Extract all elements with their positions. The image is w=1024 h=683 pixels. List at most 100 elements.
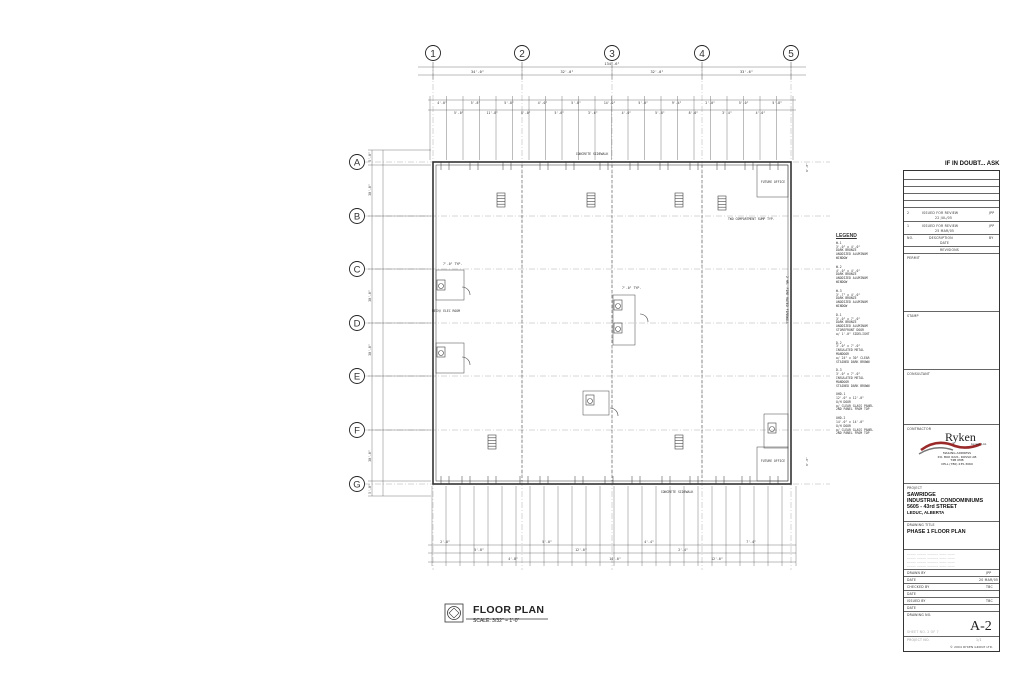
company-name: Ryken	[945, 430, 976, 444]
grid-row-label: A	[354, 158, 361, 169]
caption-scale: SCALE: 3/32" = 1'-0"	[473, 618, 520, 624]
washroom	[582, 390, 610, 416]
dimension-text: 5'-8"	[504, 101, 514, 105]
grid-bubble	[349, 315, 365, 331]
fine-print: _____ _____ ______ ____ ____	[907, 559, 955, 563]
revisions-label: REVISIONS	[940, 248, 960, 252]
dimension-text: 5'-8"	[474, 548, 484, 552]
grid-bubble	[694, 45, 710, 61]
door-swing	[639, 313, 649, 323]
door-swing	[461, 356, 471, 366]
legend-item: W-2 4'-0" x 4'-0" DARK BRONZE ANODIZED A…	[836, 264, 868, 284]
toilet-fixture	[436, 346, 446, 358]
consultant-label: CONSULTANT	[907, 372, 931, 376]
washroom	[612, 294, 636, 346]
dimension-text: 7'-0" TYP.	[443, 262, 462, 266]
toilet-fixture	[436, 279, 446, 291]
dimension-text: 9'-0"	[805, 163, 809, 172]
legend-item: W-1 3'-0" x 4'-0" DARK BRONZE ANODIZED A…	[836, 240, 868, 260]
dimension-text: 5'-0"	[739, 101, 749, 105]
grid-row-label: D	[354, 319, 361, 330]
grid-bubble	[349, 368, 365, 384]
dimension-text: 5'-8"	[471, 101, 481, 105]
stamp-label: STAMP	[907, 314, 919, 318]
date-value: 20 MAR/05	[979, 578, 999, 582]
stair-fixture	[674, 434, 684, 450]
project-no: 1/1	[976, 638, 982, 642]
drawing-caption: FLOOR PLAN SCALE: 3/32" = 1'-0"	[473, 604, 544, 624]
project-line: INDUSTRIAL CONDOMINIUMS	[907, 498, 984, 504]
company-sub: Group Ltd.	[971, 442, 987, 446]
legend-item: D-1 3'-0" x 7'-0" DARK BRONZE ANODIZED A…	[836, 312, 870, 336]
dimension-text: 34'-0"	[471, 70, 484, 74]
grid-row-label: F	[354, 426, 360, 437]
project-label: PROJECT	[907, 486, 923, 490]
address-line: CELL (780) 235-3060	[941, 461, 973, 466]
dimension-text: 32'-0"	[561, 70, 574, 74]
grid-col-label: 5	[788, 49, 794, 60]
sidewalk-label: CONCRETE SIDEWALK	[576, 152, 609, 156]
dimension-text: 5'-0"	[368, 152, 372, 162]
dimension-text: 5'-0"	[638, 101, 648, 105]
address-line: P.O. BOX 6221, ROSSO AB	[937, 454, 977, 459]
legend-item: OHD-2 14'-0" x 14'-0" O/H DOOR w/ CLEAR …	[836, 416, 874, 436]
grid-bubble	[604, 45, 620, 61]
future-office-label: FUTURE OFFICE	[761, 180, 785, 184]
toilet-bowl	[438, 350, 444, 356]
dimension-text: 3'-6"	[588, 111, 598, 115]
company-logo: Ryken Group Ltd. MAILING ADDRESS P.O. BO…	[915, 428, 993, 468]
dimension-text: 4'-0"	[622, 111, 632, 115]
contractor-label: CONTRACTOR	[907, 427, 932, 431]
grid-row-label: C	[354, 265, 361, 276]
drawing-title: PHASE 1 FLOOR PLAN	[907, 529, 966, 535]
fine-print: _____ _____ ______ ____ ____	[907, 551, 955, 555]
dimension-text: 9'-0"	[805, 457, 809, 466]
dimension-text: 5'-8"	[772, 101, 782, 105]
caption-title: FLOOR PLAN	[473, 604, 545, 616]
dimension-text: 12'-0"	[575, 548, 587, 552]
grid-bubble	[783, 45, 799, 61]
dimension-text: 5'-0"	[368, 484, 372, 494]
grid-col-label: 4	[699, 49, 705, 60]
issued-by-value: TBC	[986, 599, 993, 603]
grid-bubble	[425, 45, 441, 61]
legend-item: D-3 3'-0" x 7'-0" INSULATED METAL MANDOO…	[836, 368, 870, 388]
dimension-text: 4'-0"	[437, 101, 447, 105]
title-block: 2 ISSUED FOR REVIEW JPP 22 JUL/05 1 ISSU…	[903, 170, 1000, 652]
grid-bubble	[349, 261, 365, 277]
toilet-fixture	[767, 422, 777, 434]
sheet-label: SHEET No. 2 of 7	[907, 630, 939, 634]
date-label: DATE	[907, 592, 917, 596]
drawn-by-label: DRAWN BY	[907, 571, 926, 575]
dimension-text: 5'-8"	[655, 111, 665, 115]
drawing-no-label: DRAWING No.	[907, 613, 932, 617]
checked-by-value: TBC	[986, 585, 993, 589]
legend-item: OHD-1 12'-0" x 12'-0" O/H DOOR w/ CLEAR …	[836, 392, 874, 412]
stair-fixture	[487, 434, 497, 450]
dimension-text: 30'-0"	[368, 184, 372, 196]
rev-date: 25 MAR/05	[935, 229, 955, 233]
grid-col-label: 3	[609, 49, 615, 60]
rev-no: 2	[907, 211, 910, 215]
future-office	[756, 164, 789, 198]
dimension-text: 2'-0"	[705, 101, 715, 105]
toilet-fixture	[613, 299, 623, 311]
drawn-by-value: JPP	[986, 571, 992, 575]
grid-bubble	[349, 154, 365, 170]
dimension-text: 7'-0" TYP.	[622, 286, 641, 290]
grid-row-label: G	[353, 480, 360, 491]
door-swing	[609, 407, 619, 417]
dimension-text: 2'-0"	[440, 540, 450, 544]
dimension-text: 5'-0"	[454, 111, 464, 115]
drawing-no: A-2	[970, 619, 992, 634]
legend-item: W-3 3'-7" x 4'-0" DARK BRONZE ANODIZED A…	[836, 288, 868, 308]
rev-date: 22 JUL/05	[935, 216, 953, 220]
door-swing	[461, 286, 471, 296]
project-line: LEDUC, ALBERTA	[907, 510, 945, 515]
revision-header: No. DESCRIPTION BY	[907, 236, 999, 240]
rev-header-desc: DESCRIPTION	[929, 236, 953, 240]
dimension-text: 5'-8"	[571, 101, 581, 105]
washroom	[763, 413, 789, 449]
issued-by-label: ISSUED BY	[907, 599, 926, 603]
stair-fixture	[674, 192, 684, 208]
